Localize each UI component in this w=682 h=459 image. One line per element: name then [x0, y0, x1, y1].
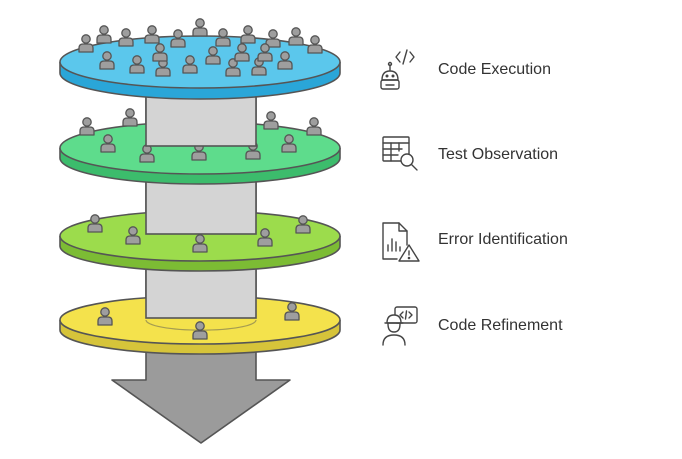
disc-code-execution: [59, 35, 341, 100]
robot-code-icon: [380, 49, 415, 90]
table-magnifier-icon: [382, 136, 418, 171]
label-error-identification: Error Identification: [438, 231, 568, 248]
chart-warning-icon: [382, 222, 420, 262]
person-icon: [306, 117, 322, 136]
person-icon: [288, 27, 304, 46]
label-code-execution: Code Execution: [438, 61, 551, 78]
person-icon: [240, 25, 256, 44]
label-code-refinement: Code Refinement: [438, 317, 563, 334]
person-icon: [144, 25, 160, 44]
engineer-code-icon: [382, 306, 418, 346]
down-arrow: [111, 344, 291, 444]
person-icon: [263, 111, 279, 130]
label-test-observation: Test Observation: [438, 146, 559, 163]
person-icon: [78, 34, 94, 53]
person-icon: [192, 18, 208, 37]
person-icon: [96, 25, 112, 44]
person-icon: [122, 108, 138, 127]
person-icon: [118, 28, 134, 47]
person-icon: [307, 35, 323, 54]
person-icon: [79, 117, 95, 136]
